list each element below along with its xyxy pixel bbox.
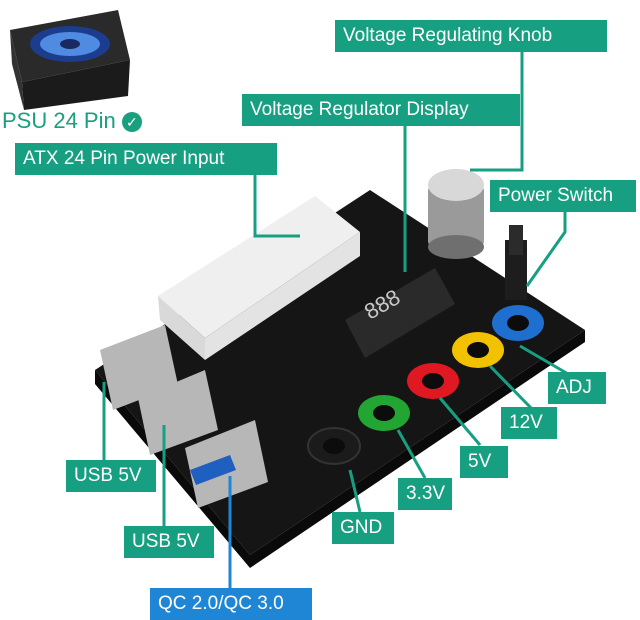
3-3v-label: 3.3V (398, 478, 452, 510)
power-switch (505, 225, 527, 300)
adj-label: ADJ (548, 372, 606, 404)
leader-lines (102, 52, 576, 588)
psu-unit-image (10, 10, 130, 110)
usb-5v-label-2: USB 5V (124, 526, 214, 558)
binding-posts (307, 305, 544, 465)
voltage-knob-label: Voltage Regulating Knob (335, 20, 607, 52)
usb-5v-label-1: USB 5V (66, 460, 156, 492)
check-circle-icon: ✓ (121, 112, 142, 133)
power-switch-label: Power Switch (490, 180, 636, 212)
qc-label: QC 2.0/QC 3.0 (150, 588, 312, 620)
gnd-label: GND (332, 512, 394, 544)
psu-label: PSU 24 Pin ✓ (2, 108, 142, 134)
psu-label-text: PSU 24 Pin (2, 108, 116, 133)
usb-ports (100, 325, 268, 508)
voltage-knob (428, 169, 484, 259)
atx-24-pin-connector (158, 196, 360, 360)
atx-input-label: ATX 24 Pin Power Input (15, 143, 277, 175)
12v-label: 12V (501, 407, 557, 439)
regulator-display-label: Voltage Regulator Display (242, 94, 520, 126)
5v-label: 5V (460, 446, 508, 478)
